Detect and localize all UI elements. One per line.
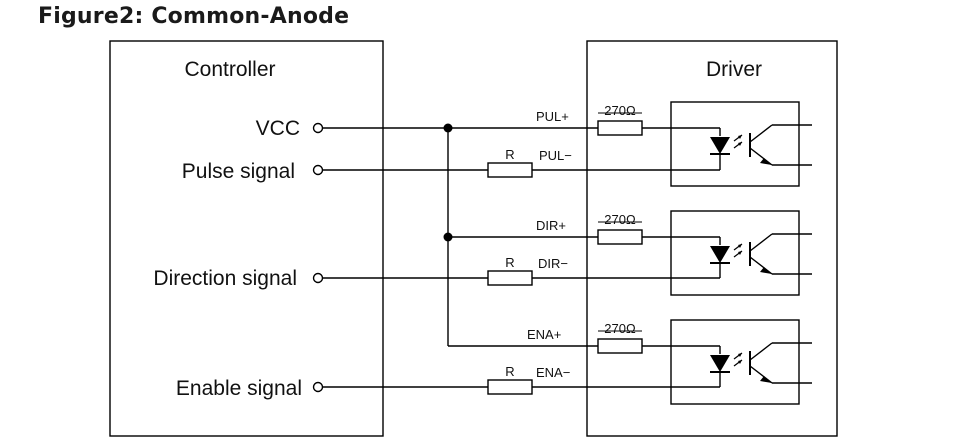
junction-dot	[443, 123, 453, 133]
resistor-value: 270Ω	[604, 103, 636, 118]
ena-plus-label: ENA+	[527, 327, 561, 342]
optocoupler-box-pul	[670, 101, 800, 187]
direction-terminal	[312, 272, 324, 284]
pul-plus-label: PUL+	[536, 109, 569, 124]
driver-box	[586, 40, 838, 437]
resistor-270-ena	[597, 338, 643, 354]
figure-title: Figure2: Common-Anode	[38, 4, 350, 29]
pulse-signal-label: Pulse signal	[182, 160, 295, 183]
r-label: R	[505, 255, 514, 270]
dir-plus-label: DIR+	[536, 218, 566, 233]
vcc-label: VCC	[256, 117, 300, 140]
pulse-resistor	[487, 162, 533, 178]
pulse-terminal	[312, 164, 324, 176]
dir-minus-label: DIR−	[538, 256, 568, 271]
optocoupler-box-dir	[670, 210, 800, 296]
driver-title: Driver	[706, 58, 762, 81]
controller-title: Controller	[184, 58, 275, 81]
vcc-terminal	[312, 122, 324, 134]
enable-terminal	[312, 381, 324, 393]
enable-resistor	[487, 379, 533, 395]
optocoupler-box-ena	[670, 319, 800, 405]
enable-signal-label: Enable signal	[176, 377, 302, 400]
pul-minus-label: PUL−	[539, 148, 572, 163]
direction-resistor	[487, 270, 533, 286]
direction-signal-label: Direction signal	[153, 267, 297, 290]
resistor-270-pul	[597, 120, 643, 136]
ena-minus-label: ENA−	[536, 365, 570, 380]
r-label: R	[505, 364, 514, 379]
controller-box	[109, 40, 384, 437]
resistor-value: 270Ω	[604, 321, 636, 336]
r-label: R	[505, 147, 514, 162]
resistor-value: 270Ω	[604, 212, 636, 227]
resistor-270-dir	[597, 229, 643, 245]
